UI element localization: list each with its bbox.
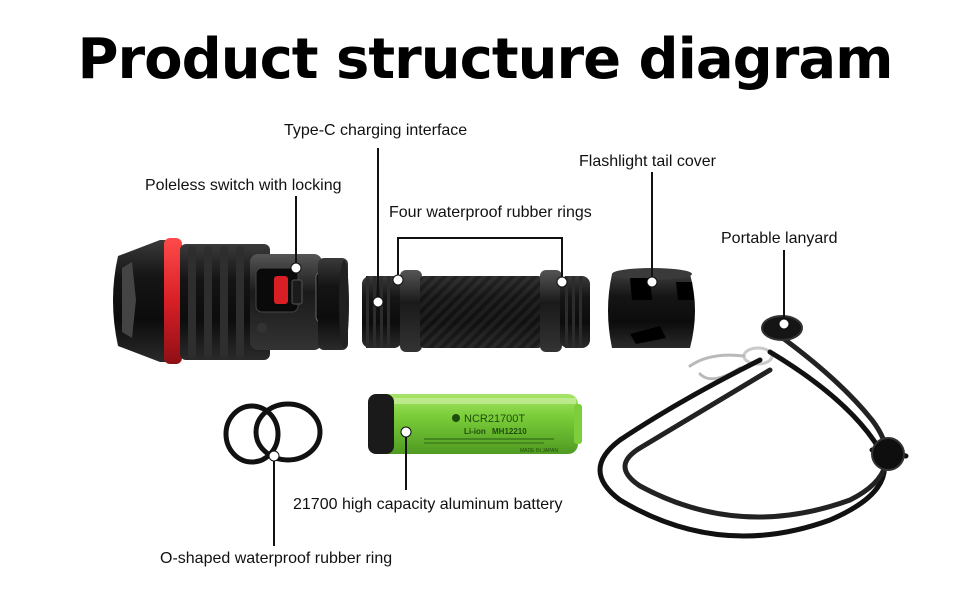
switch-red-indicator	[274, 276, 288, 304]
dot-oring	[268, 450, 280, 462]
label-switch: Poleless switch with locking	[145, 177, 342, 194]
dot-battery	[400, 426, 412, 438]
page-title: Product structure diagram	[77, 27, 894, 92]
label-battery: 21700 high capacity aluminum battery	[293, 496, 563, 513]
battery-negative-end	[368, 394, 394, 454]
red-accent-ring	[164, 238, 182, 364]
o-ring-right	[253, 401, 323, 463]
battery-model-text: NCR21700T	[464, 413, 525, 425]
lanyard-clip	[688, 353, 746, 381]
label-rings4: Four waterproof rubber rings	[389, 204, 592, 221]
label-type-c: Type-C charging interface	[284, 122, 468, 139]
dot-type-c	[372, 296, 384, 308]
battery-origin-text: MADE IN JAPAN	[520, 448, 558, 454]
battery-cell: NCR21700T Li-ion MH12210 MADE IN JAPAN	[368, 394, 582, 454]
leader-dots	[268, 262, 790, 462]
dot-lanyard	[778, 318, 790, 330]
dot-ring-b	[556, 276, 568, 288]
dot-tail	[646, 276, 658, 288]
lanyard	[597, 315, 909, 539]
battery-chem-text: Li-ion	[464, 427, 486, 436]
dot-switch	[290, 262, 302, 274]
o-ring-left	[223, 403, 281, 465]
flashlight-head	[113, 238, 349, 364]
label-oring: O-shaped waterproof rubber ring	[160, 550, 393, 567]
dot-ring-a	[392, 274, 404, 286]
battery-tube	[362, 270, 590, 352]
lanyard-stopper	[871, 437, 905, 471]
o-rings	[223, 401, 323, 465]
lanyard-cord-outer	[597, 349, 887, 539]
leader-rings4	[397, 237, 563, 280]
battery-code-text: MH12210	[492, 427, 527, 436]
leader-lines	[273, 148, 785, 546]
cooling-fins	[188, 246, 244, 358]
label-tail: Flashlight tail cover	[579, 153, 716, 170]
lanyard-cord-inner	[622, 333, 890, 520]
label-lanyard: Portable lanyard	[721, 230, 838, 247]
head-bezel	[113, 240, 172, 362]
